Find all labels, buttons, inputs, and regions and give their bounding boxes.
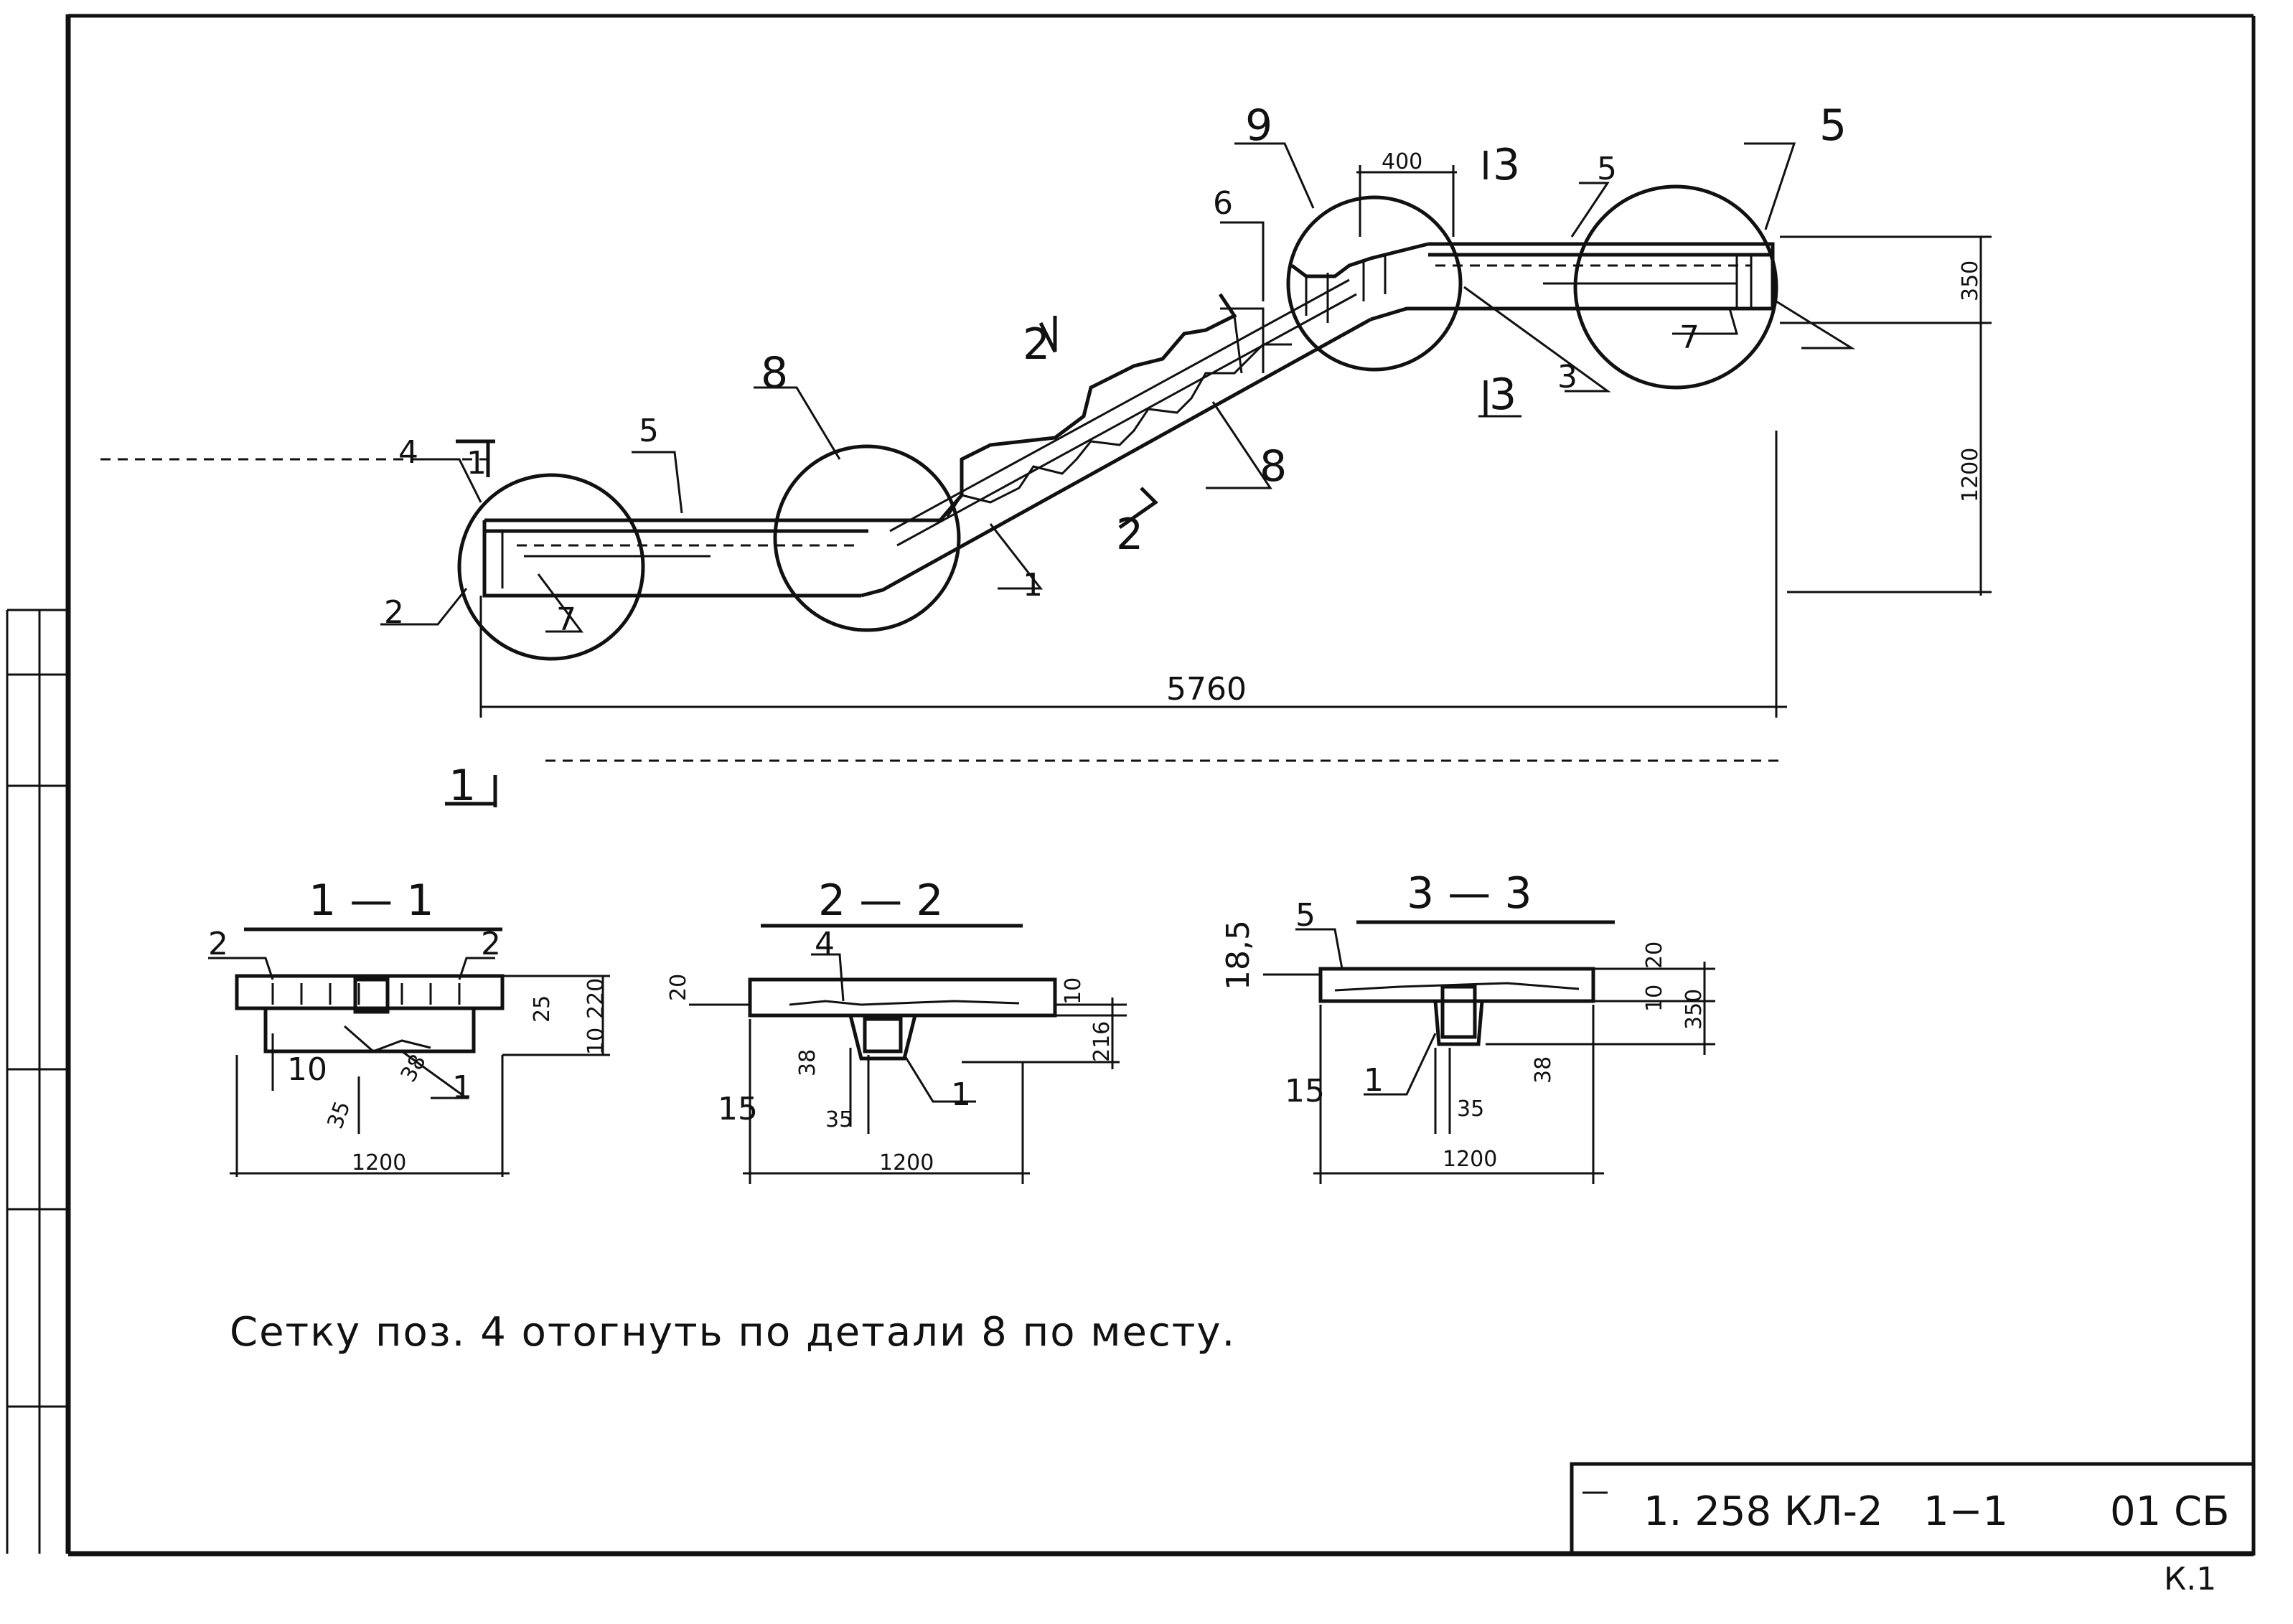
callout-8-right: 8 — [1260, 441, 1287, 492]
section-2-2-title: 2 — 2 — [818, 876, 944, 926]
title-block-mark: 01 СБ — [2110, 1488, 2230, 1535]
section-mark-2-top: 2 — [1023, 319, 1050, 370]
section-1-1-dim-25: 25 — [530, 995, 555, 1023]
section-3-3-title: 3 — 3 — [1407, 868, 1532, 919]
section-2-2-dim-15: 15 — [718, 1091, 758, 1127]
section-2-2-dim-216: 216 — [1089, 1021, 1115, 1062]
section-3-3-label-5: 5 — [1295, 897, 1316, 934]
callout-4: 4 — [398, 434, 418, 471]
section-2-2: 2 — 2 4 1 20 10 216 38 15 35 1200 — [666, 876, 1127, 1184]
title-block: 1. 258 КЛ-2 1−1 01 СБ — [1570, 1462, 2256, 1556]
section-mark-1-bottom: 1 — [449, 761, 476, 811]
main-callouts: 1 2 3 4 5 5 5 6 7 7 8 8 9 — [384, 100, 1847, 638]
section-1-1-label-1: 1 — [452, 1069, 472, 1106]
section-3-3-dim-35: 35 — [1457, 1097, 1484, 1122]
section-1-1-label-2-left: 2 — [208, 926, 228, 962]
section-2-2-dim-38: 38 — [795, 1049, 820, 1076]
section-1-1-dim-38: 38 — [396, 1050, 431, 1086]
section-3-3-dim-350: 350 — [1682, 989, 1707, 1030]
section-mark-2-bottom: 2 — [1116, 510, 1143, 560]
section-1-1-dim-10: 10 — [287, 1051, 327, 1088]
detail-circle-lower-bend — [773, 444, 961, 632]
section-2-2-label-1: 1 — [951, 1076, 971, 1113]
section-1-1-title: 1 — 1 — [309, 876, 434, 926]
section-1-1-dim-10b: 10 — [583, 1028, 609, 1055]
section-3-3-dim-10: 10 — [1642, 985, 1667, 1012]
section-3-3-dim-15: 15 — [1285, 1073, 1325, 1109]
title-block-sheet: 1−1 — [1923, 1488, 2008, 1535]
callout-8-left: 8 — [761, 348, 788, 398]
callout-7-right: 7 — [1679, 319, 1699, 356]
dim-height-lower: 1200 — [1958, 448, 1983, 502]
section-1-1: 1 — 1 2 2 1 25 220 10 10 35 38 1200 — [208, 876, 610, 1177]
section-1-1-dim-1200: 1200 — [352, 1150, 406, 1175]
section-marks: 1 1 2 2 3 3 — [449, 140, 1520, 811]
callout-7-left: 7 — [556, 601, 576, 638]
detail-circle-upper-bend — [1286, 195, 1463, 372]
section-2-2-label-4: 4 — [815, 926, 835, 962]
section-2-2-dim-10: 10 — [1061, 977, 1086, 1005]
dim-height-upper: 350 — [1958, 261, 1983, 301]
callout-1: 1 — [1023, 567, 1043, 604]
section-mark-3-bottom: 3 — [1489, 370, 1516, 420]
section-3-3-dim-20: 20 — [1642, 942, 1667, 969]
callout-9: 9 — [1245, 100, 1272, 151]
section-3-3-dim-18-5: 18,5 — [1220, 920, 1257, 990]
callout-5-right: 5 — [1819, 100, 1847, 151]
section-mark-1-top: 1 — [466, 445, 487, 482]
callout-2-left: 2 — [384, 594, 404, 631]
drawing-note: Сетку поз. 4 отогнуть по детали 8 по мес… — [230, 1309, 1236, 1356]
section-3-3-dim-38: 38 — [1531, 1056, 1556, 1084]
section-2-2-dim-20: 20 — [666, 974, 691, 1001]
dim-top-offset: 400 — [1382, 149, 1422, 174]
sheet-label: К.1 — [2164, 1561, 2216, 1597]
section-mark-3-top: 3 — [1493, 140, 1520, 190]
main-dimensions: 5760 400 350 1200 — [1166, 149, 1983, 708]
section-1-1-dim-35: 35 — [323, 1098, 356, 1132]
callout-5-mid: 5 — [1597, 151, 1617, 187]
title-block-code: 1. 258 КЛ-2 — [1643, 1488, 1883, 1535]
dim-length: 5760 — [1166, 671, 1247, 708]
section-1-1-label-2-right: 2 — [481, 926, 501, 962]
callout-6: 6 — [1213, 185, 1233, 222]
stair-elevation — [100, 142, 1992, 807]
section-2-2-dim-1200: 1200 — [879, 1150, 934, 1175]
section-1-1-dim-220: 220 — [583, 978, 609, 1019]
callout-5-left: 5 — [639, 413, 659, 449]
callout-3: 3 — [1557, 359, 1577, 395]
section-3-3: 3 — 3 5 1 18,5 20 10 350 15 35 38 1200 — [1220, 868, 1715, 1184]
section-2-2-dim-35: 35 — [825, 1107, 853, 1132]
section-3-3-dim-1200: 1200 — [1443, 1147, 1497, 1172]
section-3-3-label-1: 1 — [1364, 1062, 1384, 1099]
detail-circle-upper-end — [1573, 184, 1778, 390]
detail-circle-lower-end — [457, 473, 645, 661]
